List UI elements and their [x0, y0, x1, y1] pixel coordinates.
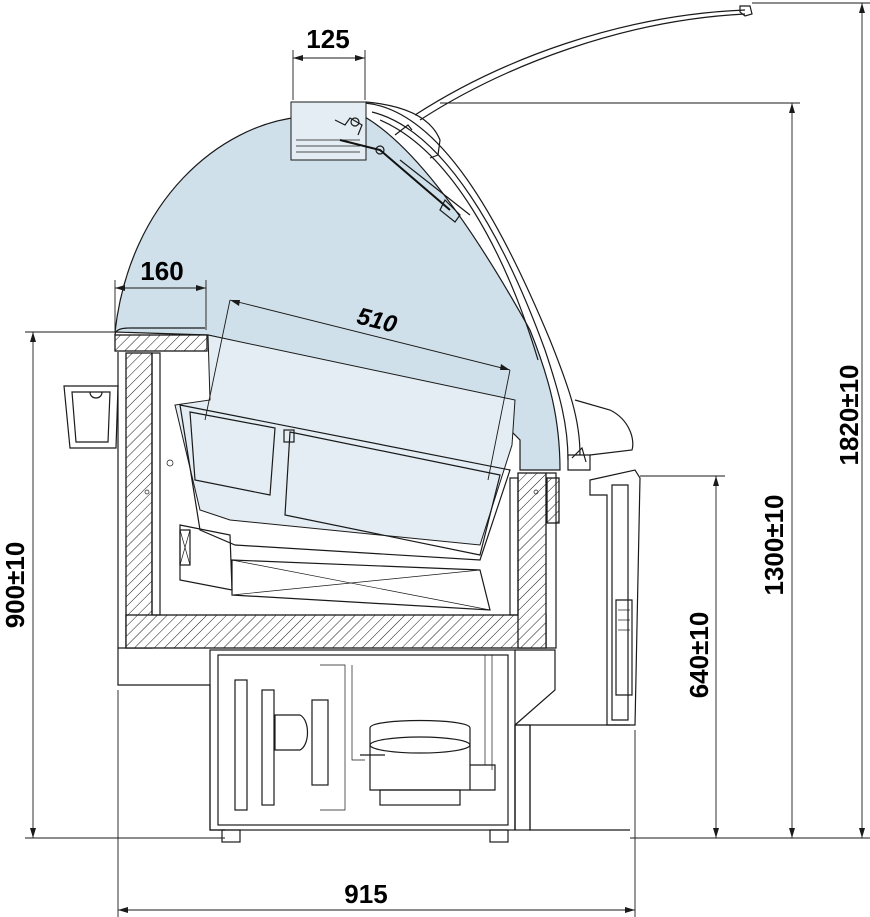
dim-label-total-depth: 915 — [344, 879, 387, 909]
rear-shelf — [114, 327, 208, 352]
dimension-height-640: 640±10 — [630, 475, 725, 839]
ice-cream-pans — [144, 334, 539, 611]
dimension-height-900: 900±10 — [0, 331, 225, 839]
dim-label-worktop-height: 900±10 — [0, 542, 30, 629]
dim-label-shelf-depth: 160 — [140, 256, 183, 286]
rear-cup — [63, 385, 119, 449]
dimension-tray-510: 510 — [204, 299, 511, 481]
dimension-height-1300: 1300±10 — [440, 102, 800, 839]
front-panel — [589, 469, 641, 726]
glass-canopy — [114, 102, 581, 471]
dim-label-base-height: 640±10 — [684, 612, 714, 699]
front-glass-rim — [567, 399, 634, 471]
machine-compartment — [117, 648, 630, 843]
dim-label-total-height: 1820±10 — [834, 364, 864, 465]
dimension-shelf-160: 160 — [114, 256, 207, 330]
dim-label-glass-height: 1300±10 — [759, 494, 789, 595]
dimension-depth-915: 915 — [117, 690, 636, 917]
insulated-tank — [117, 352, 560, 649]
dimension-height-1820: 1820±10 — [752, 2, 870, 839]
lid-arm — [414, 5, 753, 121]
dim-label-top-width: 125 — [306, 24, 349, 54]
dimension-top-125: 125 — [292, 24, 366, 100]
top-lamp-housing — [290, 101, 471, 223]
